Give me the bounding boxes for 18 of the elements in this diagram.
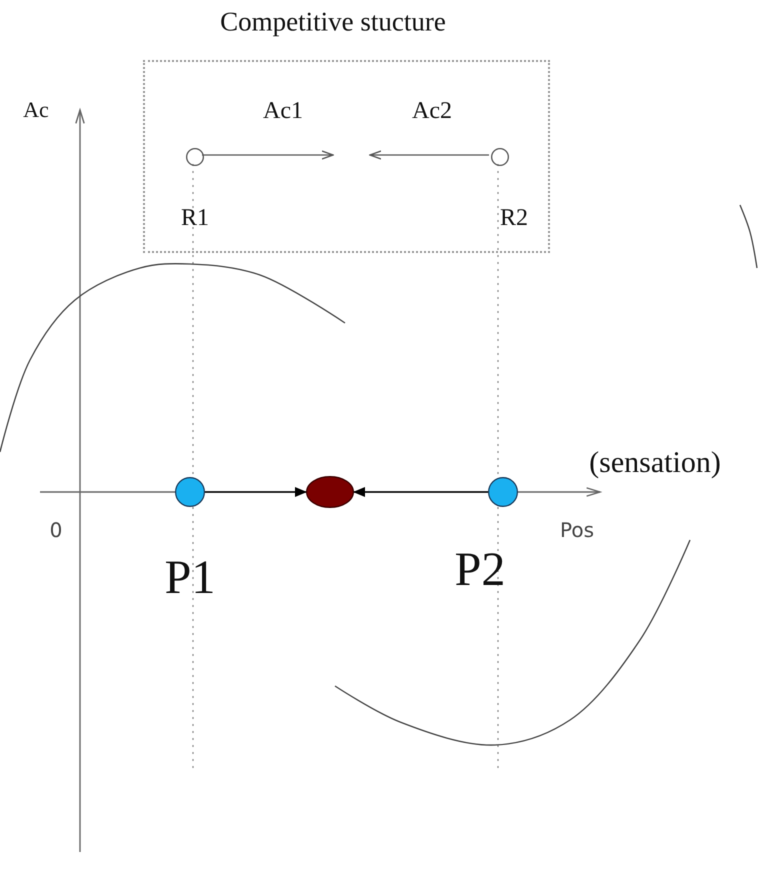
ellipse-marker xyxy=(305,475,355,509)
arrow xyxy=(205,487,307,497)
diagram-heading: Competitive stucture xyxy=(220,8,446,36)
point-label: P1 xyxy=(164,554,216,602)
axis-label: Pos xyxy=(560,520,594,540)
origin-label: 0 xyxy=(50,520,62,540)
axis-label: (sensation) xyxy=(589,448,721,478)
point-label: R2 xyxy=(500,206,528,230)
circle-marker xyxy=(490,147,510,167)
arrow xyxy=(202,150,334,160)
axis-label: Ac xyxy=(23,99,49,121)
arrow xyxy=(369,150,489,160)
arrow xyxy=(353,487,488,497)
point-label: P2 xyxy=(454,546,506,594)
circle-marker xyxy=(487,476,519,508)
point-label: R1 xyxy=(181,206,209,230)
circle-marker xyxy=(174,476,206,508)
circle-marker xyxy=(185,147,205,167)
